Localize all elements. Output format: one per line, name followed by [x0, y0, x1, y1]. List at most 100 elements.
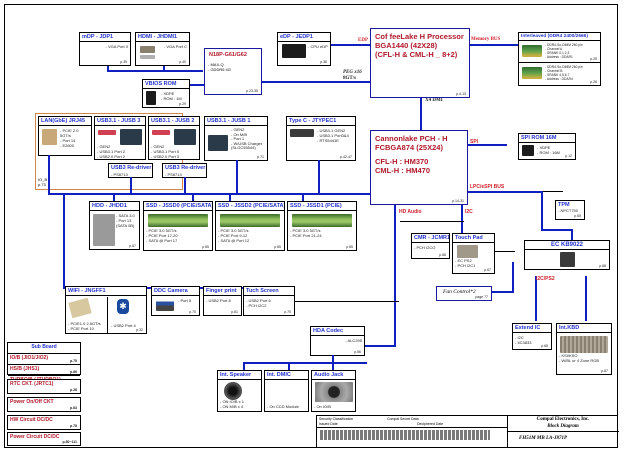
- mdp-block[interactable]: mDP - JDP1 - VGA Port 0 p.39: [79, 32, 131, 66]
- usb-port-image: [208, 135, 228, 151]
- dimm2-page: p.26: [590, 80, 597, 84]
- gpu-line: - GDDR6 4G: [208, 67, 231, 72]
- wire-memory: [470, 44, 518, 46]
- touchscreen-line: - PCH I2C2: [246, 303, 267, 308]
- edp-block[interactable]: eDP - JEDP1 - CPU eDP p.36: [277, 32, 331, 66]
- rtc-block[interactable]: RTC CKT. (JRTC1)p.28: [7, 379, 81, 394]
- usb-logo-icon: [152, 130, 170, 135]
- dmic-title: Int. DMIC: [265, 371, 308, 380]
- speaker-block[interactable]: Int. Speaker - ON IO/B x 1 - ON M/B x 4: [217, 370, 262, 412]
- vbios-block[interactable]: VBIOS ROM - XDPE - ROM : 1M p.29: [142, 79, 190, 108]
- pch-line1: Cannonlake PCH - H: [375, 134, 448, 143]
- hdmi-block[interactable]: HDMI - JHDMI1 - VGA Port C p.40: [135, 32, 190, 66]
- sub-board-row[interactable]: HS/B (JHS1)p.66: [8, 365, 80, 376]
- cmr-block[interactable]: CMR - JCMR1 - PCH I2CO p.68: [411, 233, 450, 259]
- dimm1-line: - Channel A: [545, 47, 563, 51]
- ec-block[interactable]: EC KB9022 p.68: [524, 240, 610, 270]
- touchpad-block[interactable]: Touch Pad - EC PS2 - PCH I2C1 p.67: [452, 233, 495, 274]
- secret-label: Compal Secret Data: [387, 417, 419, 421]
- wire-ssd-1: [113, 193, 115, 201]
- wire-ssd-2: [192, 193, 194, 201]
- ssd1-block[interactable]: SSD - JSSD1 (PCIE) - PCIE 3.0 5GT/s - PC…: [287, 201, 357, 251]
- touchscreen-line: - USB2 Port 6: [246, 298, 271, 303]
- sub-board-row[interactable]: IO/B (JIO1/JIO2)p.75: [8, 354, 80, 365]
- mdp-page: p.39: [120, 60, 127, 64]
- rtc-page: p.28: [69, 388, 77, 392]
- mdp-title: mDP - JDP1: [80, 33, 130, 42]
- model-number: FH51M MB LA-J871P: [519, 436, 568, 441]
- ssd0-block[interactable]: SSD - JSSD0 (PCIE/SATA) - PCIE 3.0 5GT/s…: [143, 201, 213, 251]
- ssd2-block[interactable]: SSD - JSSD2 (PCIE/SATA) - PCIE 3.0 5GT/s…: [215, 201, 285, 251]
- typec-line: - RTS5441E: [317, 138, 339, 143]
- speaker-title: Int. Speaker: [218, 371, 261, 380]
- spirom-block[interactable]: SPI ROM 16M - XDPE - ROM : 16M p.12: [518, 133, 576, 160]
- security-label: Security Classification: [319, 417, 354, 421]
- touchpad-image: [457, 245, 478, 258]
- touchpad-title: Touch Pad: [453, 234, 494, 243]
- panel-image: [282, 44, 306, 58]
- hdd-page: p.67: [129, 244, 136, 248]
- fan-control-block[interactable]: Fan Control*2 page 77: [436, 286, 492, 301]
- audio-jack-image: [315, 382, 353, 402]
- bus-label-dmi: X4 DMI: [425, 98, 443, 103]
- extendic-block[interactable]: Extend IC - I2C - IIC3833 p.68: [512, 323, 552, 350]
- wire-spi: [467, 144, 507, 146]
- cmr-line: - PCH I2CO: [414, 245, 436, 250]
- usb3-block[interactable]: USB3.1 - JUSB 3 - GEN2 - USB3.1 Port 2 -…: [94, 116, 146, 160]
- tpm-line: - NPCT750: [558, 208, 579, 213]
- wifi-line: - PCIE1.0 2.5GT/s: [68, 321, 101, 326]
- hdd-block[interactable]: HDD - JHDD1 - SATA 3.0 - Port 13 (SATA 0…: [89, 201, 140, 250]
- usb1-block[interactable]: USB3.1 - JUSB 1 - GEN2 - On M/B - Port 1…: [204, 116, 268, 161]
- redriver1-block[interactable]: USB3 Re-driver - PS8713: [108, 163, 153, 178]
- hdmi-connector-image: [140, 55, 155, 59]
- camera-block[interactable]: DDC Camera - Port 5 p.70: [151, 286, 200, 316]
- tpm-page: p.65: [574, 214, 581, 218]
- codec-block[interactable]: HDA Codec - ALC295 p.56: [310, 326, 365, 356]
- cpu-block[interactable]: Cof feeLake H Processor BGA1440 (42X28) …: [370, 28, 470, 98]
- wire-audio-bus: [243, 362, 367, 364]
- kbd-block[interactable]: Int.KBD - KSI/KSO - W/BL or 4 Zone RGB p…: [556, 323, 612, 375]
- fingerprint-title: Finger print: [204, 287, 241, 296]
- bus-label-memory: Memory BUS: [471, 37, 501, 42]
- pch-page: p.14-31: [452, 199, 464, 203]
- fingerprint-block[interactable]: Finger print - USB2 Port 8 p.61: [203, 286, 242, 316]
- usb2-block[interactable]: USB3.1 - JUSB 2 - GEN2 - USB3.1 Port 5 -…: [148, 116, 200, 160]
- ssd2-line: - SATA @ Port 12: [218, 238, 250, 243]
- spirom-page: p.12: [565, 154, 572, 158]
- power-dcdc-page: p.80~111: [62, 440, 77, 444]
- wifi-block[interactable]: WIFI - JNGFF1 - PCIE1.0 2.5GT/s - PCIE P…: [65, 286, 147, 334]
- typec-block[interactable]: Type C - JTYPEC1 - USB3.1 GEN2 - USB3.1 …: [286, 116, 356, 161]
- dmic-block[interactable]: Int. DMIC - On CCD Module: [264, 370, 309, 412]
- vbios-page: p.29: [179, 102, 186, 106]
- audiojack-block[interactable]: Audio Jack - On IO/B: [311, 370, 356, 412]
- gpu-block[interactable]: N18P-G61/G62 - MAX-Q - GDDR6 4G p.23-35: [204, 48, 262, 95]
- extendic-line: - IIC3833: [515, 340, 532, 345]
- dram-block[interactable]: Interleaved (DDR4 2400/2666) - DDR4-So-D…: [518, 32, 601, 86]
- fingerprint-page: p.61: [231, 310, 238, 314]
- wire-tp-ec: [495, 251, 515, 252]
- audiojack-title: Audio Jack: [312, 371, 355, 380]
- pch-block[interactable]: Cannonlake PCH - H FCBGA874 (25X24) CFL-…: [370, 130, 468, 205]
- wire-hda: [394, 205, 396, 345]
- lan-block[interactable]: LAN(GbE) JRJ45 - PCIE 2.0 5GT/s - Port 1…: [38, 116, 92, 156]
- ssd1-page: p.65: [346, 245, 353, 249]
- usb2-line: - USB2.0 Port 3: [151, 154, 180, 159]
- usb-logo-icon: [98, 130, 116, 135]
- touchscreen-block[interactable]: Tuch Screen - USB2 Port 6 - PCH I2C2 p.7…: [243, 286, 295, 316]
- wifi-module-image: [68, 297, 92, 319]
- lan-line: - E2600: [60, 143, 75, 148]
- io-board-note: IO_B: [38, 177, 48, 182]
- wire-usb-left: [63, 193, 65, 288]
- tpm-block[interactable]: TPM - NPCT750 p.65: [555, 200, 585, 220]
- typec-port-image: [290, 129, 314, 137]
- ssd-image: [292, 214, 352, 227]
- doc-title: Block Diagram: [547, 424, 579, 429]
- dram-title: Interleaved (DDR4 2400/2666): [519, 33, 600, 41]
- cpu-line1: Cof feeLake H Processor: [375, 32, 464, 41]
- redriver2-block[interactable]: USB3 Re-driver - PS8713: [162, 163, 207, 178]
- codec-line: - ALC295: [345, 338, 362, 343]
- hdd-line: - SATA 3.0: [116, 213, 135, 218]
